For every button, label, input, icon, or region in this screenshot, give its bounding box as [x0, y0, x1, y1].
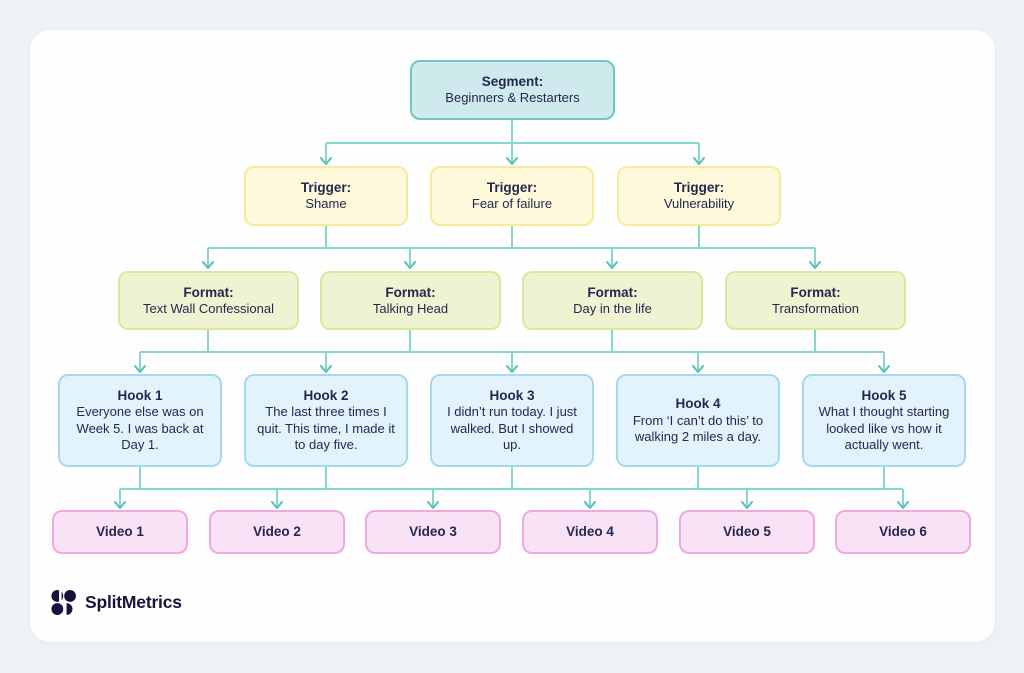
format-title: Format: [587, 284, 638, 300]
hook-title: Hook 2 [303, 387, 349, 403]
hook-body: What I thought starting looked like vs h… [818, 404, 950, 453]
video-label: Video 3 [409, 524, 457, 540]
format-title: Format: [790, 284, 841, 300]
video-node-6: Video 6 [835, 510, 971, 554]
format-body: Transformation [772, 300, 859, 316]
video-label: Video 5 [723, 524, 771, 540]
format-node-day-in-the-life: Format: Day in the life [522, 271, 703, 330]
format-node-text-wall-confessional: Format: Text Wall Confessional [118, 271, 299, 330]
trigger-body: Vulnerability [663, 196, 735, 212]
video-node-4: Video 4 [522, 510, 658, 554]
splitmetrics-logo-text: SplitMetrics [85, 591, 182, 612]
hook-body: From ‘I can’t do this’ to walking 2 mile… [632, 412, 764, 445]
hook-body: The last three times I quit. This time, … [257, 404, 395, 453]
video-node-3: Video 3 [365, 510, 501, 554]
hook-body: I didn’t run today. I just walked. But I… [447, 404, 577, 453]
hook-node-3: Hook 3 I didn’t run today. I just walked… [430, 374, 594, 467]
hook-title: Hook 5 [861, 387, 907, 403]
hook-node-1: Hook 1 Everyone else was on Week 5. I wa… [58, 374, 222, 467]
video-label: Video 2 [253, 524, 301, 540]
trigger-title: Trigger: [486, 180, 538, 196]
hook-title: Hook 3 [489, 387, 535, 403]
hook-node-2: Hook 2 The last three times I quit. This… [244, 374, 408, 467]
video-node-5: Video 5 [679, 510, 815, 554]
hook-node-4: Hook 4 From ‘I can’t do this’ to walking… [616, 374, 780, 467]
trigger-node-fear-of-failure: Trigger: Fear of failure [430, 166, 594, 226]
video-label: Video 4 [566, 524, 614, 540]
format-body: Text Wall Confessional [142, 300, 274, 316]
format-body: Talking Head [372, 300, 449, 316]
format-body: Day in the life [573, 300, 652, 316]
segment-node: Segment: Beginners & Restarters [410, 60, 615, 120]
video-label: Video 1 [96, 524, 144, 540]
format-title: Format: [385, 284, 436, 300]
format-title: Format: [183, 284, 234, 300]
hook-node-5: Hook 5 What I thought starting looked li… [802, 374, 966, 467]
trigger-body: Shame [305, 196, 347, 212]
splitmetrics-logo: SplitMetrics [50, 586, 182, 618]
splitmetrics-logo-icon [51, 588, 76, 615]
trigger-body: Fear of failure [471, 196, 553, 212]
format-node-talking-head: Format: Talking Head [320, 271, 501, 330]
trigger-node-shame: Trigger: Shame [244, 166, 408, 226]
trigger-title: Trigger: [300, 180, 352, 196]
hook-title: Hook 4 [675, 396, 721, 412]
hook-title: Hook 1 [117, 387, 163, 403]
hook-body: Everyone else was on Week 5. I was back … [76, 404, 204, 453]
format-node-transformation: Format: Transformation [725, 271, 906, 330]
segment-body: Beginners & Restarters [445, 90, 580, 106]
video-label: Video 6 [879, 524, 927, 540]
trigger-node-vulnerability: Trigger: Vulnerability [617, 166, 781, 226]
video-node-1: Video 1 [52, 510, 188, 554]
segment-title: Segment: [481, 74, 544, 90]
trigger-title: Trigger: [673, 180, 725, 196]
video-node-2: Video 2 [209, 510, 345, 554]
